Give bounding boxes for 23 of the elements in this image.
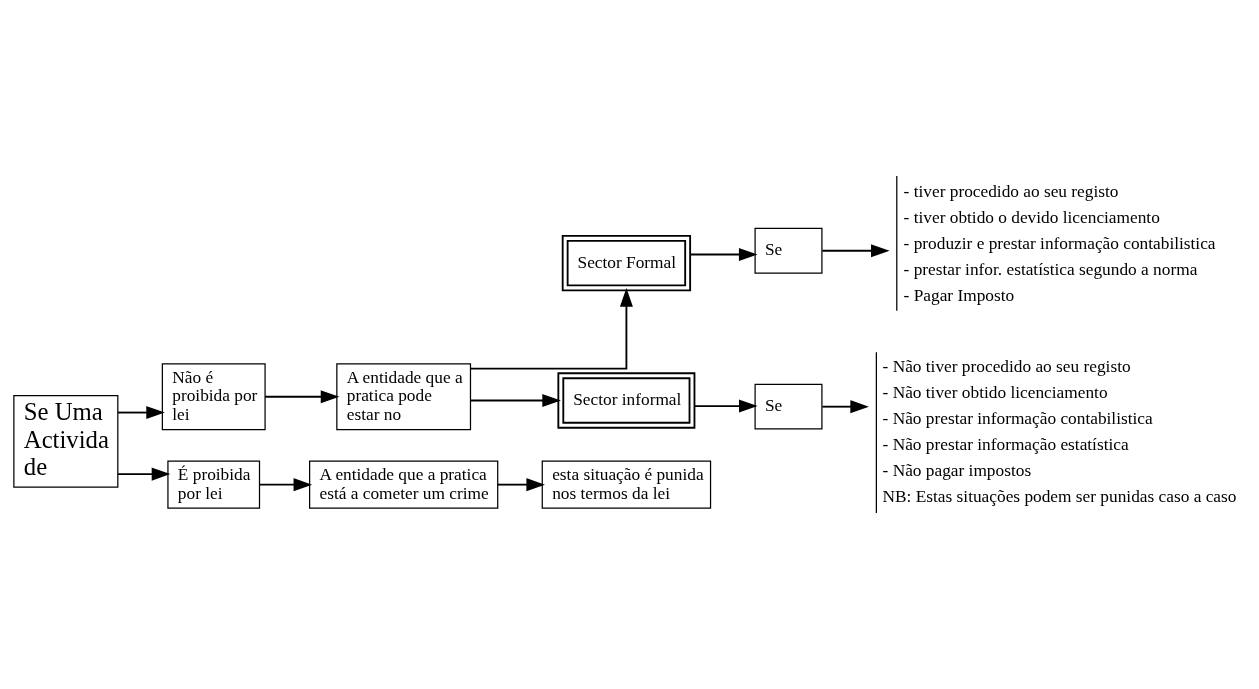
- arrow: [821, 400, 869, 414]
- arrow: [689, 247, 758, 261]
- node-text: - Não tiver procedido ao seu registo - Não tiver obtido licenciamento - Não prestar informação contabilistica - Não prestar informação estatística - Não pagar impostos NB: Estas situações podem ser punidas caso a caso: [882, 357, 1237, 507]
- node-box: É proibida por lei: [167, 460, 261, 509]
- arrow: [496, 478, 545, 492]
- node-box: Sector Formal: [561, 235, 692, 292]
- node-box: Sector informal: [557, 372, 696, 429]
- node-box: A entidade que a pratica pode estar no: [336, 363, 472, 431]
- node-box: Se: [754, 383, 823, 430]
- arrow: [258, 478, 313, 492]
- node-box: Se: [754, 227, 823, 274]
- node-box: A entidade que a pratica está a cometer um crime: [309, 460, 499, 509]
- arrow: [117, 467, 171, 481]
- arrow: [469, 394, 561, 407]
- arrow: [469, 288, 633, 370]
- node-box: Não é proibida por lei: [161, 363, 266, 431]
- node-box: Se Uma Activida de: [13, 394, 119, 488]
- arrow: [693, 399, 758, 413]
- arrow: [117, 406, 165, 420]
- node-text: - tiver procedido ao seu registo - tiver obtido o devido licenciamento - produzir e prestar informação contabilistica - prestar infor. estatística segundo a norma - Pagar Imposto: [903, 181, 1216, 305]
- arrow: [264, 390, 340, 404]
- arrow: [821, 244, 890, 258]
- node-box: esta situação é punida nos termos da lei: [541, 460, 712, 509]
